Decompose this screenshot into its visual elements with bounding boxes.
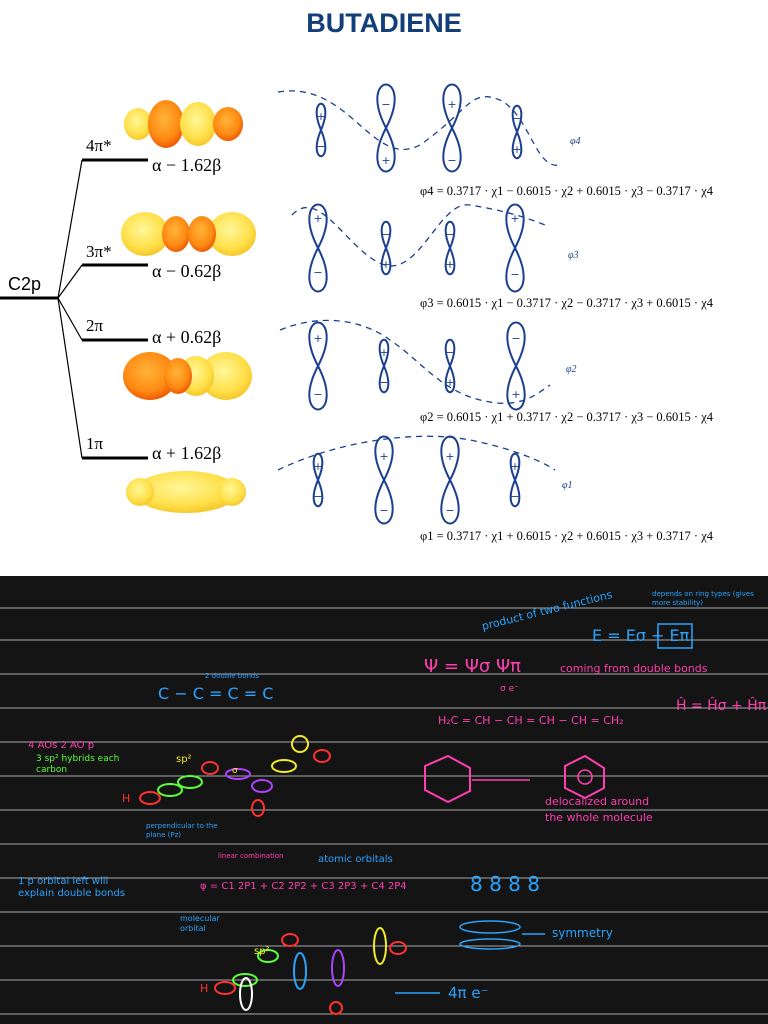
- svg-text:−: −: [381, 98, 390, 111]
- svg-text:+: +: [381, 154, 390, 167]
- equation-phi4: φ4 = 0.3717 · χ1 − 0.6015 · χ2 + 0.6015 …: [420, 184, 714, 198]
- note-hydrogen-bottom: H: [200, 982, 209, 995]
- svg-text:−: −: [445, 228, 454, 241]
- note-energy-sum: E = Eσ + Eπ: [592, 626, 690, 645]
- phi1-tag: φ1: [562, 480, 573, 491]
- equation-phi2: φ2 = 0.6015 · χ1 + 0.3717 · χ2 − 0.3717 …: [420, 410, 714, 424]
- svg-text:−: −: [511, 332, 520, 345]
- note-sigma-e: σ e⁻: [500, 684, 519, 694]
- mo-phi3: [291, 203, 546, 293]
- svg-text:8 8 8 8: 8 8 8 8: [470, 872, 540, 896]
- notebook-lines: 8 8 8 8: [0, 607, 768, 1015]
- svg-text:+: +: [445, 376, 454, 389]
- note-formula: H₂C = CH − CH = CH − CH = CH₂: [438, 714, 624, 727]
- orbital-density-1pi: [126, 471, 246, 513]
- energy-level-diagram: + − − + + − − + + − − + − + + − + − + − − + − + + − +…: [0, 83, 561, 525]
- svg-text:−: −: [510, 490, 519, 503]
- atomic-level-label: C2p: [8, 274, 42, 294]
- svg-text:+: +: [379, 450, 388, 463]
- handwritten-notes-panel: 8 8 8 8 2 double bonds C − C = C = C 4 A…: [0, 576, 768, 1024]
- note-perpendicular: perpendicular to the plane (Pz): [146, 822, 218, 839]
- svg-text:−: −: [313, 266, 322, 279]
- mo-phi1: [277, 435, 556, 525]
- note-aos: 4 AOs 2 AO p: [28, 740, 95, 751]
- note-linear-combination: linear combination: [218, 852, 284, 860]
- molecule-sketch-top: [139, 735, 331, 817]
- connector-line: [57, 159, 83, 299]
- note-symmetry: symmetry: [552, 926, 613, 940]
- svg-text:−: −: [447, 154, 456, 167]
- svg-text:−: −: [381, 228, 390, 241]
- svg-text:+: +: [447, 98, 456, 111]
- svg-text:+: +: [316, 110, 325, 123]
- connector-line: [57, 264, 83, 299]
- svg-text:+: +: [511, 388, 520, 401]
- svg-text:+: +: [510, 460, 519, 473]
- kekule-ring-sketch: [424, 754, 471, 804]
- svg-text:−: −: [316, 140, 325, 153]
- level-name-2pi: 2π: [86, 316, 104, 335]
- note-p-orbital-left: 1 p orbital left will explain double bon…: [18, 876, 126, 899]
- svg-text:+: +: [313, 460, 322, 473]
- note-atomic-orbitals: atomic orbitals: [318, 854, 393, 865]
- note-coming-from: coming from double bonds: [560, 662, 708, 675]
- connector-line: [57, 297, 83, 341]
- svg-text:+: +: [510, 212, 519, 225]
- mo-phi2: [279, 319, 551, 411]
- level-energy-2pi: α + 0.62β: [152, 327, 222, 347]
- level-name-4pi: 4π*: [86, 136, 112, 155]
- note-sigma: σ: [232, 766, 238, 776]
- svg-text:−: −: [445, 504, 454, 517]
- svg-text:+: +: [313, 212, 322, 225]
- note-molecular-orbital: molecular orbital: [180, 914, 220, 933]
- equation-phi3: φ3 = 0.6015 · χ1 − 0.3717 · χ2 − 0.3717 …: [420, 296, 714, 310]
- level-energy-3pi: α − 0.62β: [152, 261, 222, 281]
- orbital-density-2pi: [123, 352, 252, 400]
- lobe-signs: + − − + + − − + + − − + − + + − + − + − − + − + + − +…: [313, 98, 521, 517]
- note-two-double-bonds: 2 double bonds: [205, 672, 260, 680]
- note-hybrids: 3 sp² hybrids each carbon: [36, 754, 120, 775]
- svg-text:−: −: [379, 504, 388, 517]
- svg-text:+: +: [512, 143, 521, 156]
- svg-text:−: −: [313, 490, 322, 503]
- level-name-1pi: 1π: [86, 434, 104, 453]
- orbital-density-3pi: [121, 212, 256, 256]
- note-depends-ring-types: depends on ring types (gives more stabil…: [652, 590, 754, 607]
- phi2-tag: φ2: [566, 364, 577, 375]
- mo-phi4: [277, 83, 561, 173]
- svg-text:−: −: [445, 346, 454, 359]
- note-delocalized: delocalized around the whole molecule: [545, 795, 653, 824]
- note-sp2: sp²: [176, 754, 192, 765]
- svg-text:−: −: [512, 112, 521, 125]
- svg-text:−: −: [379, 376, 388, 389]
- orbital-density-4pi: [124, 100, 243, 148]
- phi3-tag: φ3: [568, 250, 579, 261]
- note-four-pi-electrons: 4π e⁻: [448, 984, 489, 1002]
- note-hydrogen: H: [122, 792, 131, 805]
- note-sp2-bottom: sp²: [254, 946, 270, 957]
- note-lcao: φ = C1 2P1 + C2 2P2 + C3 2P3 + C4 2P4: [200, 881, 407, 892]
- svg-text:+: +: [313, 332, 322, 345]
- level-name-3pi: 3π*: [86, 242, 112, 261]
- equation-phi1: φ1 = 0.3717 · χ1 + 0.6015 · χ2 + 0.6015 …: [420, 529, 714, 543]
- svg-text:+: +: [381, 258, 390, 271]
- note-cc-chain: C − C = C = C: [158, 684, 274, 703]
- phi4-tag: φ4: [570, 136, 581, 147]
- svg-text:+: +: [379, 346, 388, 359]
- svg-text:+: +: [445, 258, 454, 271]
- note-psi-product: Ψ = Ψσ Ψπ: [424, 656, 521, 677]
- svg-text:−: −: [313, 388, 322, 401]
- level-energy-4pi: α − 1.62β: [152, 155, 222, 175]
- page-title: BUTADIENE: [306, 8, 462, 38]
- level-energy-1pi: α + 1.62β: [152, 443, 222, 463]
- connector-line: [57, 297, 83, 459]
- note-hamiltonian: Ĥ = Ĥσ + Ĥπ: [676, 698, 767, 714]
- diagram-panel: BUTADIENE: [0, 8, 714, 543]
- molecule-sketch-bottom: [214, 927, 407, 1015]
- svg-text:−: −: [510, 268, 519, 281]
- svg-text:+: +: [445, 450, 454, 463]
- delocalized-ring-sketch: [564, 754, 605, 800]
